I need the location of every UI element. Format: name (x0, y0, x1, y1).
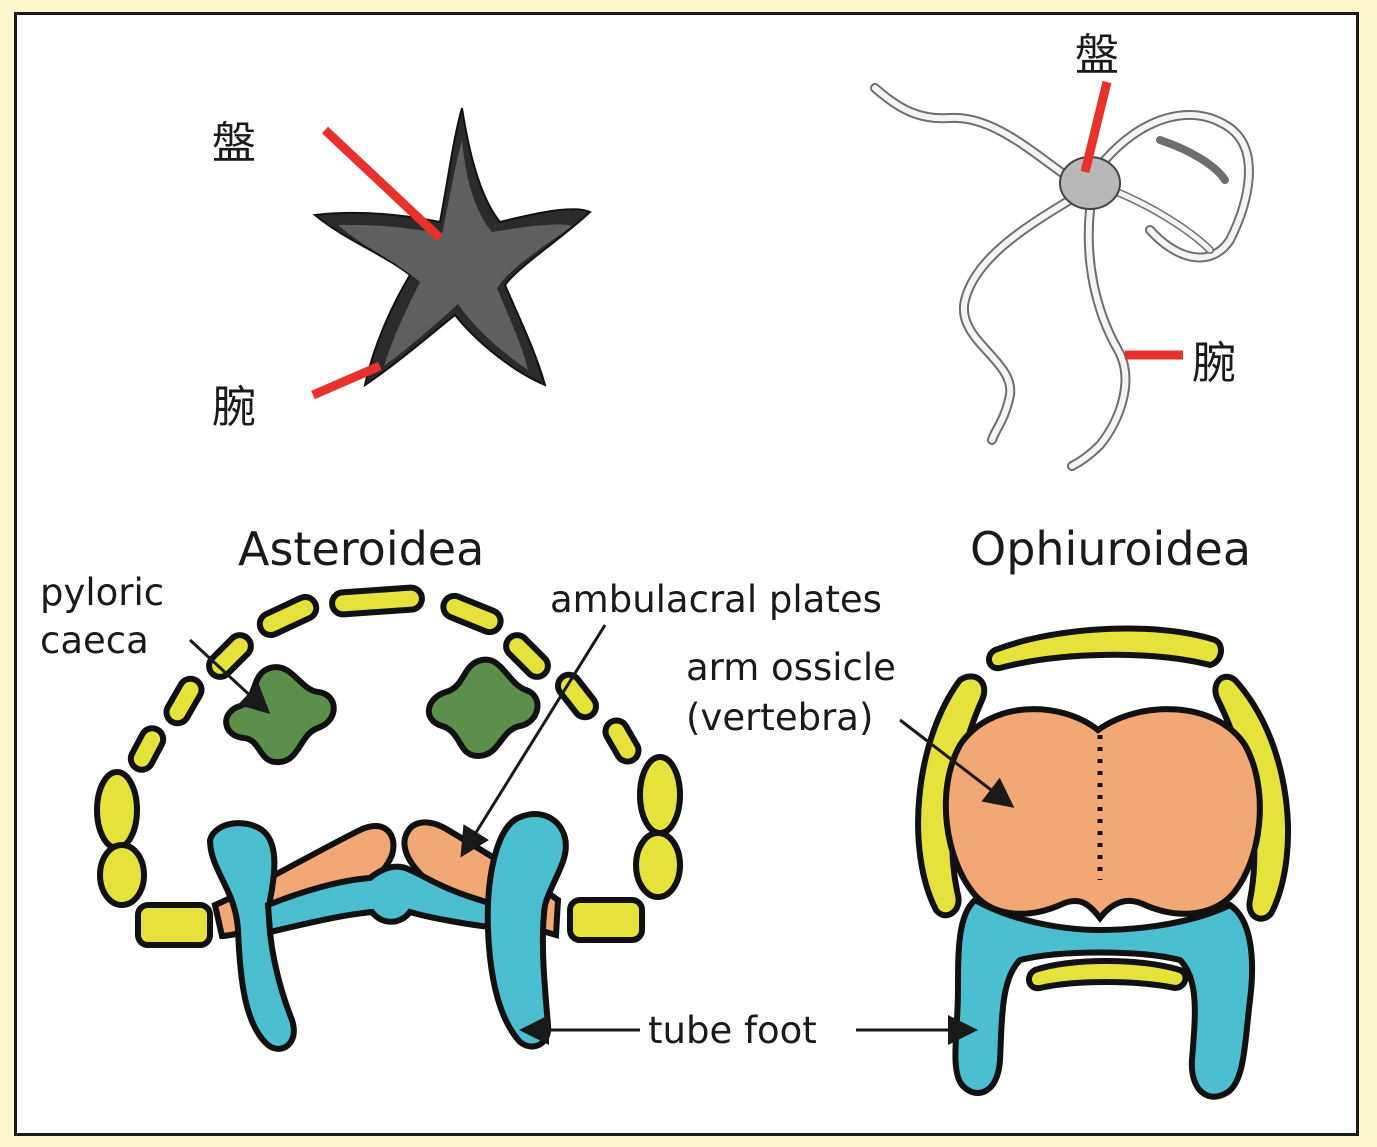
brittle-arm-4 (1072, 210, 1125, 466)
brittle-arm-label: 腕 (1192, 338, 1236, 389)
asteroidea-ossicle (138, 905, 210, 945)
brittle-arm-3-core (964, 200, 1070, 440)
pyloric-caeca (226, 660, 537, 763)
brittle-disc-label: 盤 (1075, 30, 1119, 81)
asteroidea-ossicle (97, 772, 137, 848)
brittle-arm-1 (875, 88, 1065, 175)
asteroidea-ossicle (570, 900, 642, 940)
asteroidea-ossicle (256, 593, 320, 638)
pyloric-caecum-right (429, 660, 538, 756)
asteroidea-ossicle (636, 833, 680, 897)
ophiuroidea-tube-feet (955, 900, 1252, 1097)
vertebra-body (946, 709, 1260, 918)
brittle-arm-2-tip (1160, 140, 1225, 180)
tube-foot-label: tube foot (648, 1009, 817, 1052)
ambulacral-plates-label: ambulacral plates (550, 578, 882, 621)
asteroidea-ossicle (100, 845, 144, 905)
asteroidea-ossicle (440, 593, 504, 636)
brittle-star-illustration (875, 88, 1249, 466)
brittle-arm-1-core (875, 88, 1065, 175)
aboral-shield (989, 629, 1221, 669)
arm-ossicle-vertebra (946, 709, 1260, 918)
asteroidea-ossicle (640, 757, 680, 833)
pyloric-caecum-left (226, 667, 334, 762)
asteroidea-ossicle (162, 675, 205, 728)
asteroidea-ossicle (127, 724, 167, 773)
arm-ossicle-label-line2: (vertebra) (686, 696, 873, 739)
ophiuroidea-title: Ophiuroidea (970, 522, 1251, 576)
pyloric-caeca-label-line2: caeca (40, 619, 149, 662)
starfish-disc-label: 盤 (212, 118, 256, 169)
pyloric-caeca-label-line1: pyloric (40, 571, 164, 614)
starfish-illustration (315, 108, 590, 385)
asteroidea-ossicle (205, 631, 256, 682)
asteroidea-ossicle (601, 716, 642, 765)
asteroidea-title: Asteroidea (238, 522, 484, 576)
starfish-arm-label: 腕 (212, 382, 256, 433)
ophiuroidea-tube-foot-complex (955, 900, 1252, 1097)
asteroidea-ossicle (331, 587, 422, 615)
oral-shield (1029, 961, 1185, 988)
arm-ossicle-label-line1: arm ossicle (686, 646, 896, 689)
